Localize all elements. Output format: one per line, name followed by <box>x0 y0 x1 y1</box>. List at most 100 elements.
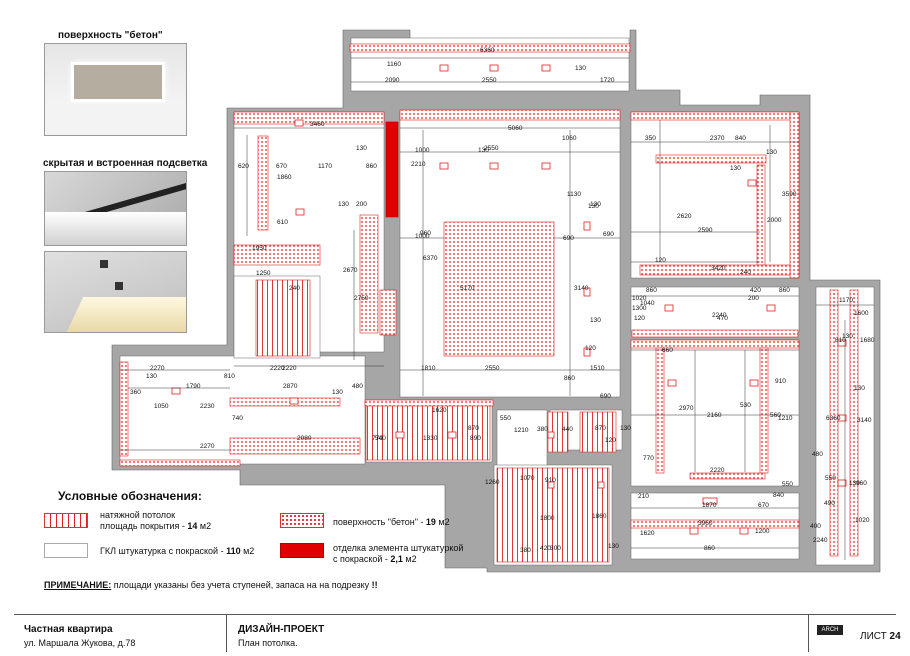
dimension-label: 1510 <box>590 365 605 372</box>
dimension-label: 3140 <box>857 417 872 424</box>
dimension-label: 400 <box>810 523 821 530</box>
dimension-label: 130 <box>146 373 157 380</box>
dimension-label: 2220 <box>710 467 725 474</box>
dimension-label: 770 <box>643 455 654 462</box>
dimension-label: 1870 <box>702 502 717 509</box>
dimension-label: 1060 <box>562 135 577 142</box>
dimension-label: 380 <box>537 426 548 433</box>
title-block-divider <box>226 614 227 652</box>
dimension-label: 2160 <box>707 412 722 419</box>
dimension-label: 540 <box>375 435 386 442</box>
legend-swatch-stretch <box>44 513 88 528</box>
room-bedroom <box>630 111 800 279</box>
dimension-label: 1160 <box>387 61 401 68</box>
dimension-label: 2870 <box>283 383 298 390</box>
dimension-label: 1200 <box>755 528 770 535</box>
dimension-label: 130 <box>590 317 601 324</box>
legend-title: Условные обозначения: <box>58 489 202 503</box>
built-in-lighting-photo <box>44 251 187 333</box>
dimension-label: 860 <box>564 375 575 382</box>
dimension-label: 860 <box>366 163 377 170</box>
dimension-lines <box>120 57 874 560</box>
dimension-label: 1600 <box>854 310 869 317</box>
dimension-label: 2970 <box>679 405 694 412</box>
legend-item-concrete: поверхность "бетон" - 19 м2 <box>333 517 450 527</box>
dimension-label: 1620 <box>640 530 655 537</box>
dimension-label: 1040 <box>640 300 655 307</box>
dimension-label: 480 <box>812 451 823 458</box>
dimension-label: 1130 <box>567 191 581 198</box>
dimension-label: 380 <box>520 547 531 554</box>
dimension-label: 120 <box>605 437 616 444</box>
dimension-label: 1020 <box>855 517 870 524</box>
dimension-label: 6360 <box>826 415 841 422</box>
dimension-label: 130 <box>766 149 777 156</box>
sheet-number: ЛИСТ 24 <box>860 631 901 642</box>
dimension-label: 910 <box>775 378 786 385</box>
dimension-label: 2240 <box>712 312 727 319</box>
dimension-label: 120 <box>585 345 596 352</box>
light-fixtures <box>171 64 847 535</box>
dimension-label: 890 <box>470 435 481 442</box>
dimension-label: 960 <box>420 230 431 237</box>
dimension-label: 2750 <box>354 295 369 302</box>
dimension-label: 360 <box>130 389 141 396</box>
dimension-label: 1050 <box>154 403 169 410</box>
dimension-label: 130 <box>590 201 601 208</box>
dimension-label: 120 <box>655 257 666 264</box>
dimension-label: 870 <box>595 425 606 432</box>
dimension-label: 2670 <box>343 267 358 274</box>
dimension-label: 1620 <box>432 407 447 414</box>
project-name: Частная квартира <box>24 624 113 635</box>
dimension-label: 200 <box>748 295 759 302</box>
dimension-label: 2620 <box>677 213 692 220</box>
title-block-divider-right <box>808 614 809 652</box>
dimension-label: 670 <box>758 502 769 509</box>
hidden-lighting-photo <box>44 171 187 246</box>
dimension-label: 130 <box>588 203 599 210</box>
photo-label-concrete: поверхность "бетон" <box>58 30 163 41</box>
dimension-label: 1000 <box>415 233 430 240</box>
dimension-label: 240 <box>740 269 751 276</box>
sheet-name: План потолка. <box>238 638 298 648</box>
dimension-label: 1250 <box>256 270 271 277</box>
dimension-label: 1330 <box>423 435 438 442</box>
dimension-label: 1800 <box>540 515 555 522</box>
dimension-label: 690 <box>603 231 614 238</box>
studio-logo: ARCH <box>817 625 843 635</box>
dimension-label: 3420 <box>711 265 726 272</box>
dimension-label: 2090 <box>385 77 400 84</box>
dimension-label: 240 <box>289 285 300 292</box>
dimension-label: 130 <box>842 333 853 340</box>
dimension-label: 1790 <box>186 383 201 390</box>
dimension-label: 860 <box>646 287 657 294</box>
dimension-label: 3590 <box>782 191 797 198</box>
dimension-label: 420 <box>540 545 551 552</box>
dimension-label: 1170 <box>839 297 853 304</box>
dimension-label: 840 <box>773 492 784 499</box>
dimension-label: 2220 <box>270 365 285 372</box>
legend-swatch-concrete <box>280 513 324 528</box>
red-plaster-element <box>385 121 399 218</box>
dimension-label: 810 <box>224 373 235 380</box>
dimension-label: 490 <box>824 500 835 507</box>
dimension-label: 530 <box>740 402 751 409</box>
dimension-label: 550 <box>500 415 511 422</box>
dimension-label: 1950 <box>252 245 267 252</box>
dimension-label: 1210 <box>514 427 529 434</box>
photo-label-lighting: скрытая и встроенная подсветка <box>43 158 208 169</box>
dimension-label: 130 <box>338 201 349 208</box>
dimension-label: 2270 <box>150 365 165 372</box>
dimension-label: 6370 <box>423 255 438 262</box>
dimension-label: 860 <box>779 287 790 294</box>
dimension-label: 130 <box>620 425 631 432</box>
dimension-label: 1210 <box>778 415 793 422</box>
dimension-label: 2370 <box>710 135 725 142</box>
dimension-label: 910 <box>545 477 556 484</box>
dimension-label: 2000 <box>767 217 782 224</box>
concrete-ceilings <box>119 43 859 557</box>
dimension-label: 130 <box>332 389 343 396</box>
dimension-label: 2240 <box>813 537 828 544</box>
dimension-label: 1810 <box>421 365 436 372</box>
